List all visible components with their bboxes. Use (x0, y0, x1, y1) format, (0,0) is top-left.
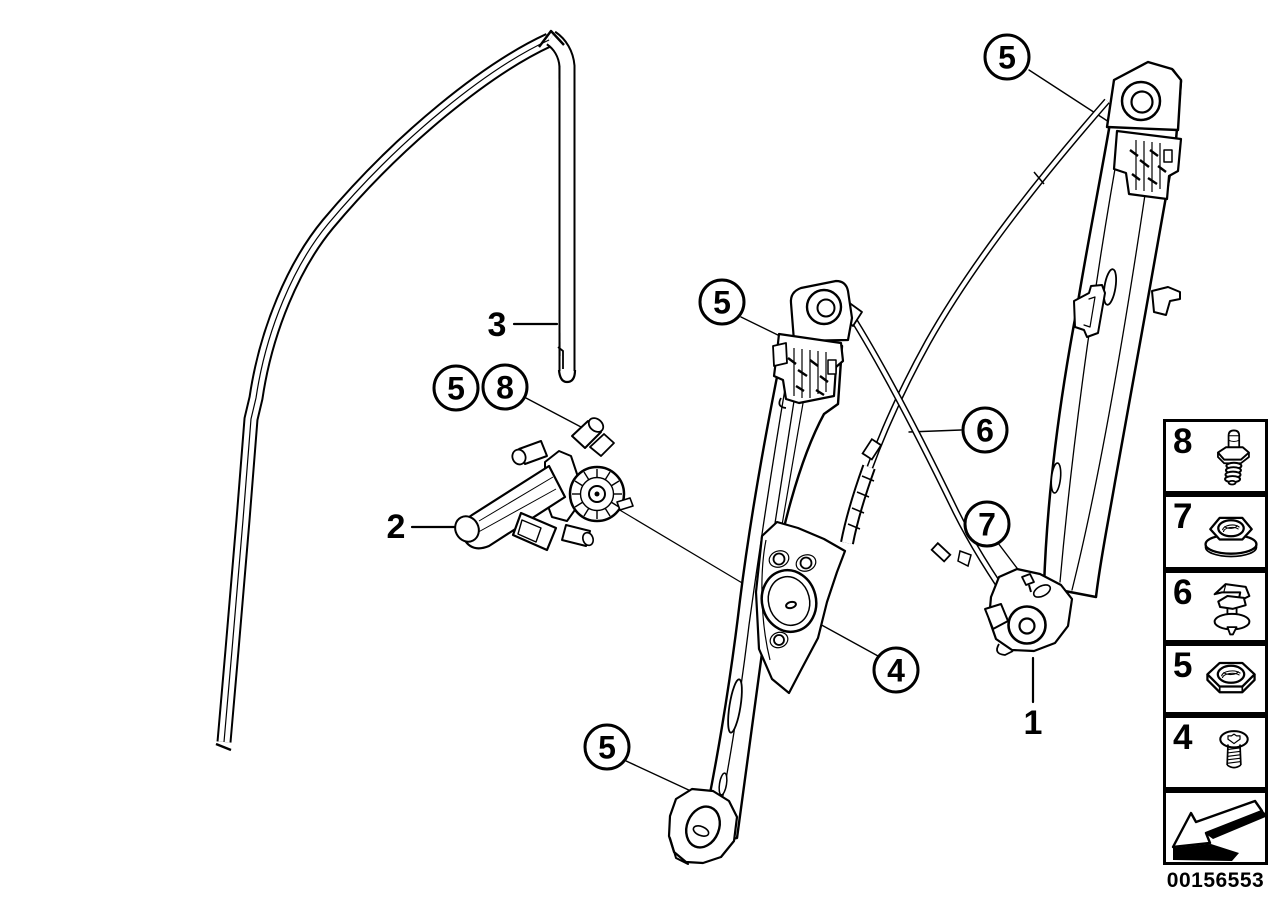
legend-number: 8 (1173, 422, 1193, 461)
callout-label: 5 (713, 284, 731, 320)
callout-5-motor[interactable]: 5 (432, 364, 480, 412)
callout-label: 5 (447, 370, 465, 406)
part-label-text: 3 (487, 306, 507, 344)
legend-item-6[interactable]: 6 (1163, 570, 1268, 643)
hardware-legend: 8 7 (1163, 419, 1268, 865)
part-label-text: 2 (386, 508, 406, 546)
callout-7-bolt[interactable]: 7 (963, 500, 1011, 548)
stud-bolt-icon (1216, 429, 1250, 485)
hex-nut-icon (1206, 661, 1256, 694)
fastener-bolt-7 (1021, 573, 1035, 586)
callout-label: 4 (887, 652, 905, 688)
callout-5-top-right[interactable]: 5 (983, 33, 1031, 81)
window-lift-motor (454, 417, 634, 552)
drive-cable (840, 98, 1110, 613)
flange-nut-icon (1204, 516, 1258, 558)
diagram-part-number: 00156553 (1166, 869, 1265, 892)
rail-head-middle (772, 279, 863, 409)
direction-arrow-icon (1171, 799, 1267, 861)
callout-5-bottom[interactable]: 5 (583, 723, 631, 771)
callout-label: 8 (496, 369, 514, 405)
cable-clip-icon (1213, 582, 1251, 635)
legend-item-8[interactable]: 8 (1163, 419, 1268, 494)
cable-pulley-assembly (984, 567, 1074, 656)
callout-label: 5 (598, 729, 616, 765)
callout-6-cable[interactable]: 6 (961, 406, 1009, 454)
legend-item-direction[interactable] (1163, 790, 1268, 865)
legend-item-4[interactable]: 4 (1163, 715, 1268, 790)
motor-carrier-plate (754, 520, 847, 695)
callout-label: 5 (998, 39, 1016, 75)
part-label-1[interactable]: 1 (1024, 706, 1043, 740)
torx-screw-icon (1219, 729, 1249, 768)
legend-number: 7 (1173, 497, 1193, 536)
callout-label: 6 (976, 412, 994, 448)
part-label-3[interactable]: 3 (488, 308, 507, 342)
rail-head-top-right (1105, 60, 1183, 201)
callout-8-motor[interactable]: 8 (481, 363, 529, 411)
legend-number: 6 (1173, 573, 1193, 612)
legend-number: 5 (1173, 646, 1193, 685)
part-label-text: 1 (1023, 704, 1043, 742)
legend-item-5[interactable]: 5 (1163, 643, 1268, 715)
legend-item-7[interactable]: 7 (1163, 494, 1268, 570)
leader-lines (410, 69, 1110, 793)
window-guide-seal (215, 29, 577, 752)
legend-number: 4 (1173, 718, 1193, 757)
regulator-left-rail (667, 340, 844, 865)
callout-5-mid-rail[interactable]: 5 (698, 278, 746, 326)
callout-4-plate[interactable]: 4 (872, 646, 920, 694)
callout-label: 7 (978, 506, 996, 542)
part-label-2[interactable]: 2 (387, 510, 406, 544)
